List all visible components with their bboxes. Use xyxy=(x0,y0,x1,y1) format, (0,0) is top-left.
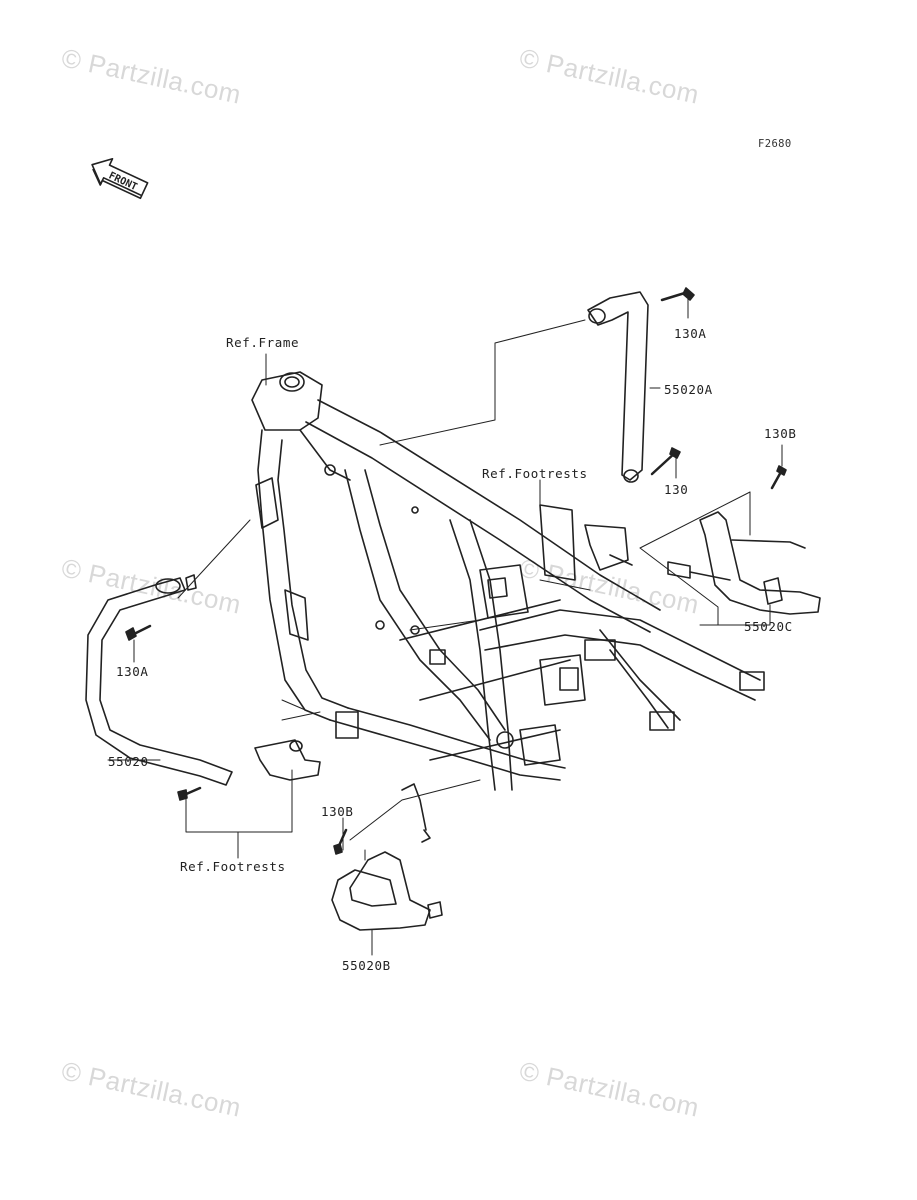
bolt-130 xyxy=(650,447,681,476)
label-130a-top: 130A xyxy=(674,326,707,341)
bolt-130b-top xyxy=(770,465,787,490)
engine-guard-55020b xyxy=(331,783,443,931)
engine-guard-55020c xyxy=(667,511,821,615)
bolt-130b-bottom xyxy=(333,828,348,855)
footrest-bracket-top xyxy=(539,504,633,581)
diagram-code: F2680 xyxy=(758,138,792,150)
label-55020b: 55020B xyxy=(342,958,391,973)
label-ref-footrests-top: Ref.Footrests xyxy=(482,466,588,481)
bolt-130a-left xyxy=(125,624,152,641)
bolt-left-lower xyxy=(177,786,202,801)
front-arrow-icon: FRONT xyxy=(91,157,149,200)
label-55020c: 55020C xyxy=(744,619,793,634)
footrest-bracket-bottom xyxy=(254,739,321,781)
leader-lines xyxy=(107,295,783,956)
label-130a-left: 130A xyxy=(116,664,149,679)
engine-guard-55020a xyxy=(587,291,649,483)
label-ref-frame: Ref.Frame xyxy=(226,335,300,350)
label-130b-bottom: 130B xyxy=(321,804,354,819)
engine-guard-55020 xyxy=(85,574,233,786)
motorcycle-frame xyxy=(251,371,765,791)
label-ref-footrests-bottom: Ref.Footrests xyxy=(180,859,286,874)
label-55020: 55020 xyxy=(108,754,149,769)
label-55020a: 55020A xyxy=(664,382,713,397)
label-130b-top: 130B xyxy=(764,426,797,441)
label-130: 130 xyxy=(664,482,689,497)
bolt-130a-top xyxy=(660,287,695,302)
